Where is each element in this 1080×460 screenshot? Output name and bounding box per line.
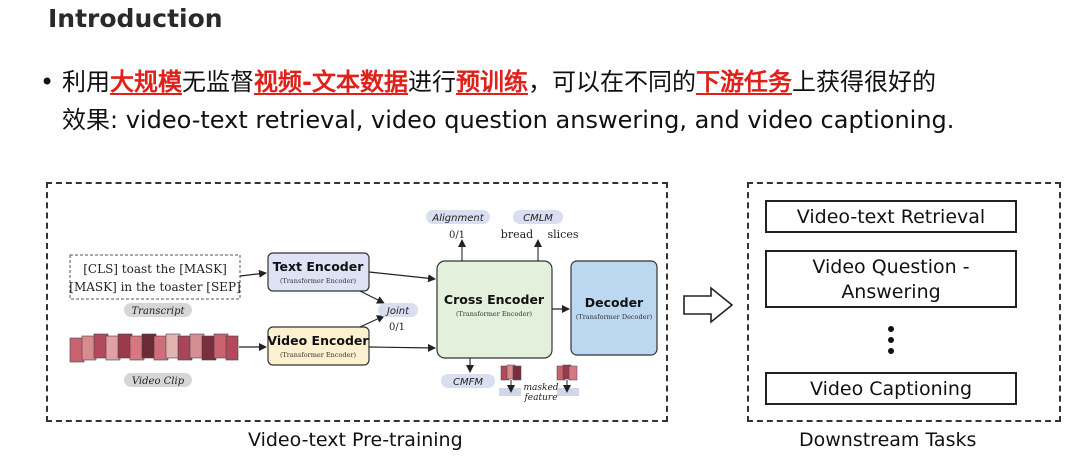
task-2-line-1: Video Question - xyxy=(812,256,970,278)
video-clip-frames xyxy=(69,333,239,363)
arrow-videoenc-cross xyxy=(368,343,436,352)
bullet-line-1: 利用大规模无监督视频-文本数据进行预训练，可以在不同的下游任务上获得很好的 xyxy=(62,64,936,101)
cmlm-word-2: slices xyxy=(548,228,579,241)
cmfm-tag: CMFM xyxy=(453,377,483,388)
hollow-right-arrow xyxy=(683,286,734,324)
transcript-box xyxy=(69,254,241,300)
bullet-highlight: 视频-文本数据 xyxy=(254,68,408,96)
task-video-captioning: Video Captioning xyxy=(765,372,1017,405)
task-video-question-answering: Video Question - Answering xyxy=(765,250,1017,308)
bullet-text: 进行 xyxy=(407,68,456,96)
decoder-label: Decoder xyxy=(585,295,644,310)
video-encoder-sub: (Transformer Encoder) xyxy=(280,351,357,359)
video-encoder-box xyxy=(267,326,370,366)
cmlm-word-1: bread xyxy=(501,228,533,241)
page-title: Introduction xyxy=(48,4,223,33)
text-encoder-label: Text Encoder xyxy=(273,259,365,274)
videoclip-tag: Video Clip xyxy=(132,376,185,387)
videoclip-tag-bg xyxy=(124,373,192,387)
transcript-tag-bg xyxy=(124,303,192,317)
joint-tag-bg xyxy=(378,303,418,317)
transcript-line-2: [MASK] in the toaster [SEP] xyxy=(69,280,240,294)
transcript-line-1: [CLS] toast the [MASK] xyxy=(83,262,227,276)
bullet-text: 上获得很好的 xyxy=(791,68,936,96)
bullet-line-2: 效果: video-text retrieval, video question… xyxy=(62,106,955,134)
cmfm-tag-bg xyxy=(441,374,495,388)
arrow-videoenc-joint xyxy=(359,315,385,328)
joint-value: 0/1 xyxy=(389,322,405,333)
task-video-text-retrieval: Video-text Retrieval xyxy=(765,200,1017,233)
task-2-line-2: Answering xyxy=(841,281,941,303)
decoder-box xyxy=(570,260,658,356)
bullet-text: 利用 xyxy=(62,68,110,96)
bullet-highlight: 预训练 xyxy=(455,68,528,96)
arrow-textenc-cross xyxy=(368,271,436,283)
masked-label: masked xyxy=(523,383,558,393)
alignment-tag: Alignment xyxy=(431,213,484,224)
bullet-highlight: 大规模 xyxy=(110,68,182,96)
decoder-sub: (Transformer Decoder) xyxy=(576,313,653,321)
arrow-transcript-textenc xyxy=(239,269,267,278)
downstream-frame xyxy=(747,182,1061,422)
bullet-text: ，可以在不同的 xyxy=(527,68,696,96)
pretraining-caption: Video-text Pre-training xyxy=(248,429,463,451)
cmlm-tag: CMLM xyxy=(523,213,553,224)
cmlm-tag-bg xyxy=(513,210,563,224)
feature-label: feature xyxy=(523,393,557,403)
transcript-tag: Transcript xyxy=(132,306,186,317)
bullet-text: 无监督 xyxy=(182,68,254,96)
alignment-value: 0/1 xyxy=(449,230,465,241)
cross-encoder-label: Cross Encoder xyxy=(444,292,545,307)
alignment-tag-bg xyxy=(426,210,490,224)
vertical-ellipsis-icon xyxy=(884,326,898,362)
downstream-caption: Downstream Tasks xyxy=(799,429,977,451)
arrow-textenc-joint xyxy=(359,290,385,304)
video-encoder-label: Video Encoder xyxy=(267,333,369,348)
joint-tag: Joint xyxy=(385,306,410,317)
cross-encoder-sub: (Transformer Encoder) xyxy=(456,310,533,318)
bullet-highlight: 下游任务 xyxy=(695,68,792,96)
bullet-dot: • xyxy=(40,68,55,96)
text-encoder-sub: (Transformer Encoder) xyxy=(280,277,357,285)
pretraining-frame xyxy=(46,182,668,422)
